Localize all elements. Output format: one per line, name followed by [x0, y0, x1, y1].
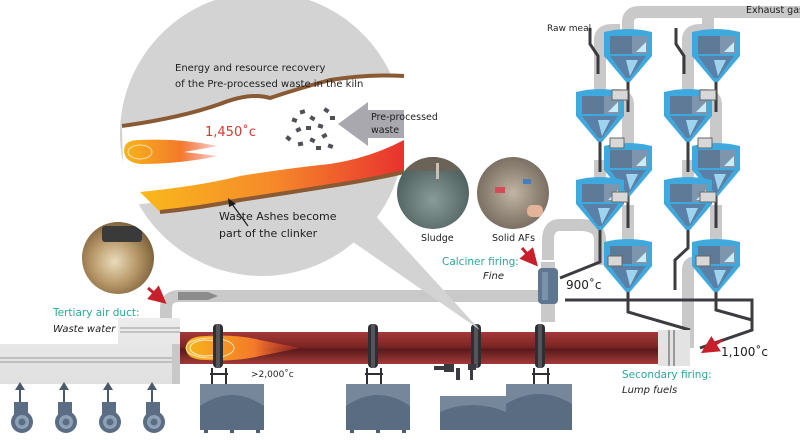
callout-heading-line1: Energy and resource recovery [175, 63, 326, 74]
calciner-firing-title: Calciner firing: [442, 256, 519, 268]
waste-ashes-label-2: part of the clinker [219, 227, 318, 240]
exhaust-gas-duct [622, 6, 800, 40]
kiln-tyre-1 [213, 324, 223, 368]
firing-point-arrows [147, 247, 723, 354]
waste-input-arrow [338, 102, 404, 146]
preprocessed-waste-label-1: Pre-processed [371, 112, 438, 123]
kiln-pier-1 [200, 384, 264, 433]
secondary-arrow [700, 336, 723, 354]
tertiary-duct-fuel: Waste water [53, 324, 116, 335]
cyclone-4b [664, 177, 712, 230]
kiln-tyre-4 [535, 324, 545, 368]
calciner-riser-duct [542, 219, 606, 265]
sludge-label: Sludge [421, 233, 454, 244]
kiln-tyre-3 [471, 324, 481, 368]
kiln-temperature-label: 1,450˚c [205, 125, 256, 140]
cooler-fan-2 [54, 381, 78, 434]
cooler-fan-4 [142, 381, 166, 434]
tertiary-air-duct [160, 290, 548, 318]
tertiary-lance [178, 292, 218, 300]
kiln-pier-2 [346, 384, 410, 433]
ash-pointer-line [231, 203, 249, 227]
secondary-firing-fuel: Lump fuels [622, 385, 678, 396]
riser-left-1 [594, 24, 620, 95]
flap-valves [607, 89, 717, 267]
burner-temperature: >2,000˚c [251, 370, 294, 380]
kiln-pier-drive [440, 384, 572, 430]
kiln-inlet-temperature: 1,100˚c [721, 345, 768, 359]
waste-ashes-label-1: Waste Ashes become [219, 210, 337, 223]
kiln-inlet-housing [658, 330, 690, 366]
sludge-photo [397, 157, 469, 229]
solid-afs-photo [477, 157, 549, 229]
kiln-section-illustration [121, 73, 405, 227]
preprocessed-waste-label-2: waste [371, 125, 400, 136]
cyclone-1b [692, 29, 740, 82]
calciner-burner [538, 268, 558, 304]
clinker-cooler [0, 318, 180, 384]
secondary-firing-title: Secondary firing: [622, 369, 712, 381]
waste-water-photo [82, 222, 154, 294]
kiln-tyre-2 [368, 324, 378, 368]
callout-heading-line2: of the Pre-processed waste in the kiln [175, 79, 364, 90]
waste-particles [285, 107, 335, 150]
kiln-drive [434, 364, 476, 380]
cooler-fan-3 [98, 381, 122, 434]
cooler-fan-1 [10, 381, 34, 434]
solid-afs-label: Solid AFs [492, 233, 536, 244]
tertiary-arrow [147, 285, 167, 304]
raw-meal-label: Raw meal [547, 24, 592, 34]
calciner-firing-fuel: Fine [483, 271, 505, 282]
calciner-temperature: 900˚c [566, 278, 602, 292]
calciner-arrow [519, 247, 538, 267]
tertiary-duct-title: Tertiary air duct: [53, 307, 140, 319]
roller-supports [210, 368, 550, 384]
exhaust-gas-label: Exhaust gas [746, 5, 800, 16]
cyclone-1a [604, 29, 652, 82]
